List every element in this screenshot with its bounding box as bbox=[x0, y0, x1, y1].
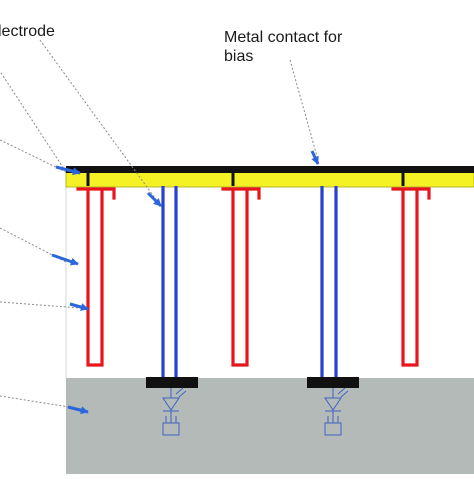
metal-contact-label-line1: Metal contact for bbox=[224, 29, 343, 46]
red-electrode-1 bbox=[76, 187, 116, 367]
diode-light-rays bbox=[175, 387, 187, 398]
metal-contact-tap-1 bbox=[86, 170, 90, 186]
metal-contact-label-line2: bias bbox=[224, 48, 254, 65]
arrow-6 bbox=[310, 150, 320, 165]
diode-symbol-1 bbox=[162, 387, 187, 436]
diode-triangle bbox=[162, 397, 180, 411]
leader-line-4 bbox=[0, 301, 81, 309]
blue-electrode-2 bbox=[320, 186, 338, 378]
diode-triangle bbox=[324, 397, 342, 411]
leader-line-1 bbox=[0, 70, 67, 173]
arrow-5 bbox=[146, 191, 163, 208]
arrow-4 bbox=[67, 405, 89, 415]
electrode-label: lectrode bbox=[0, 23, 55, 40]
diode-box bbox=[162, 422, 180, 436]
diode-box bbox=[324, 422, 342, 436]
metal-contact-label: Metal contact for bias bbox=[224, 28, 342, 66]
blue-electrode-1 bbox=[161, 186, 178, 378]
arrow-3 bbox=[69, 302, 89, 311]
metal-contact-bar bbox=[66, 166, 474, 173]
metal-contact-tap-3 bbox=[401, 170, 405, 186]
diode-symbol-2 bbox=[324, 387, 349, 436]
contact-pad-2 bbox=[307, 377, 359, 388]
contact-pad-1 bbox=[146, 377, 198, 388]
arrow-1 bbox=[55, 165, 81, 176]
leader-line-2 bbox=[0, 139, 67, 173]
metal-contact-tap-2 bbox=[231, 170, 235, 186]
leader-line-7 bbox=[289, 59, 319, 161]
diode-light-rays bbox=[337, 387, 349, 398]
red-electrode-2 bbox=[221, 187, 261, 367]
substrate-layer bbox=[66, 378, 474, 474]
arrow-2 bbox=[51, 253, 79, 266]
red-electrode-3 bbox=[391, 187, 431, 367]
